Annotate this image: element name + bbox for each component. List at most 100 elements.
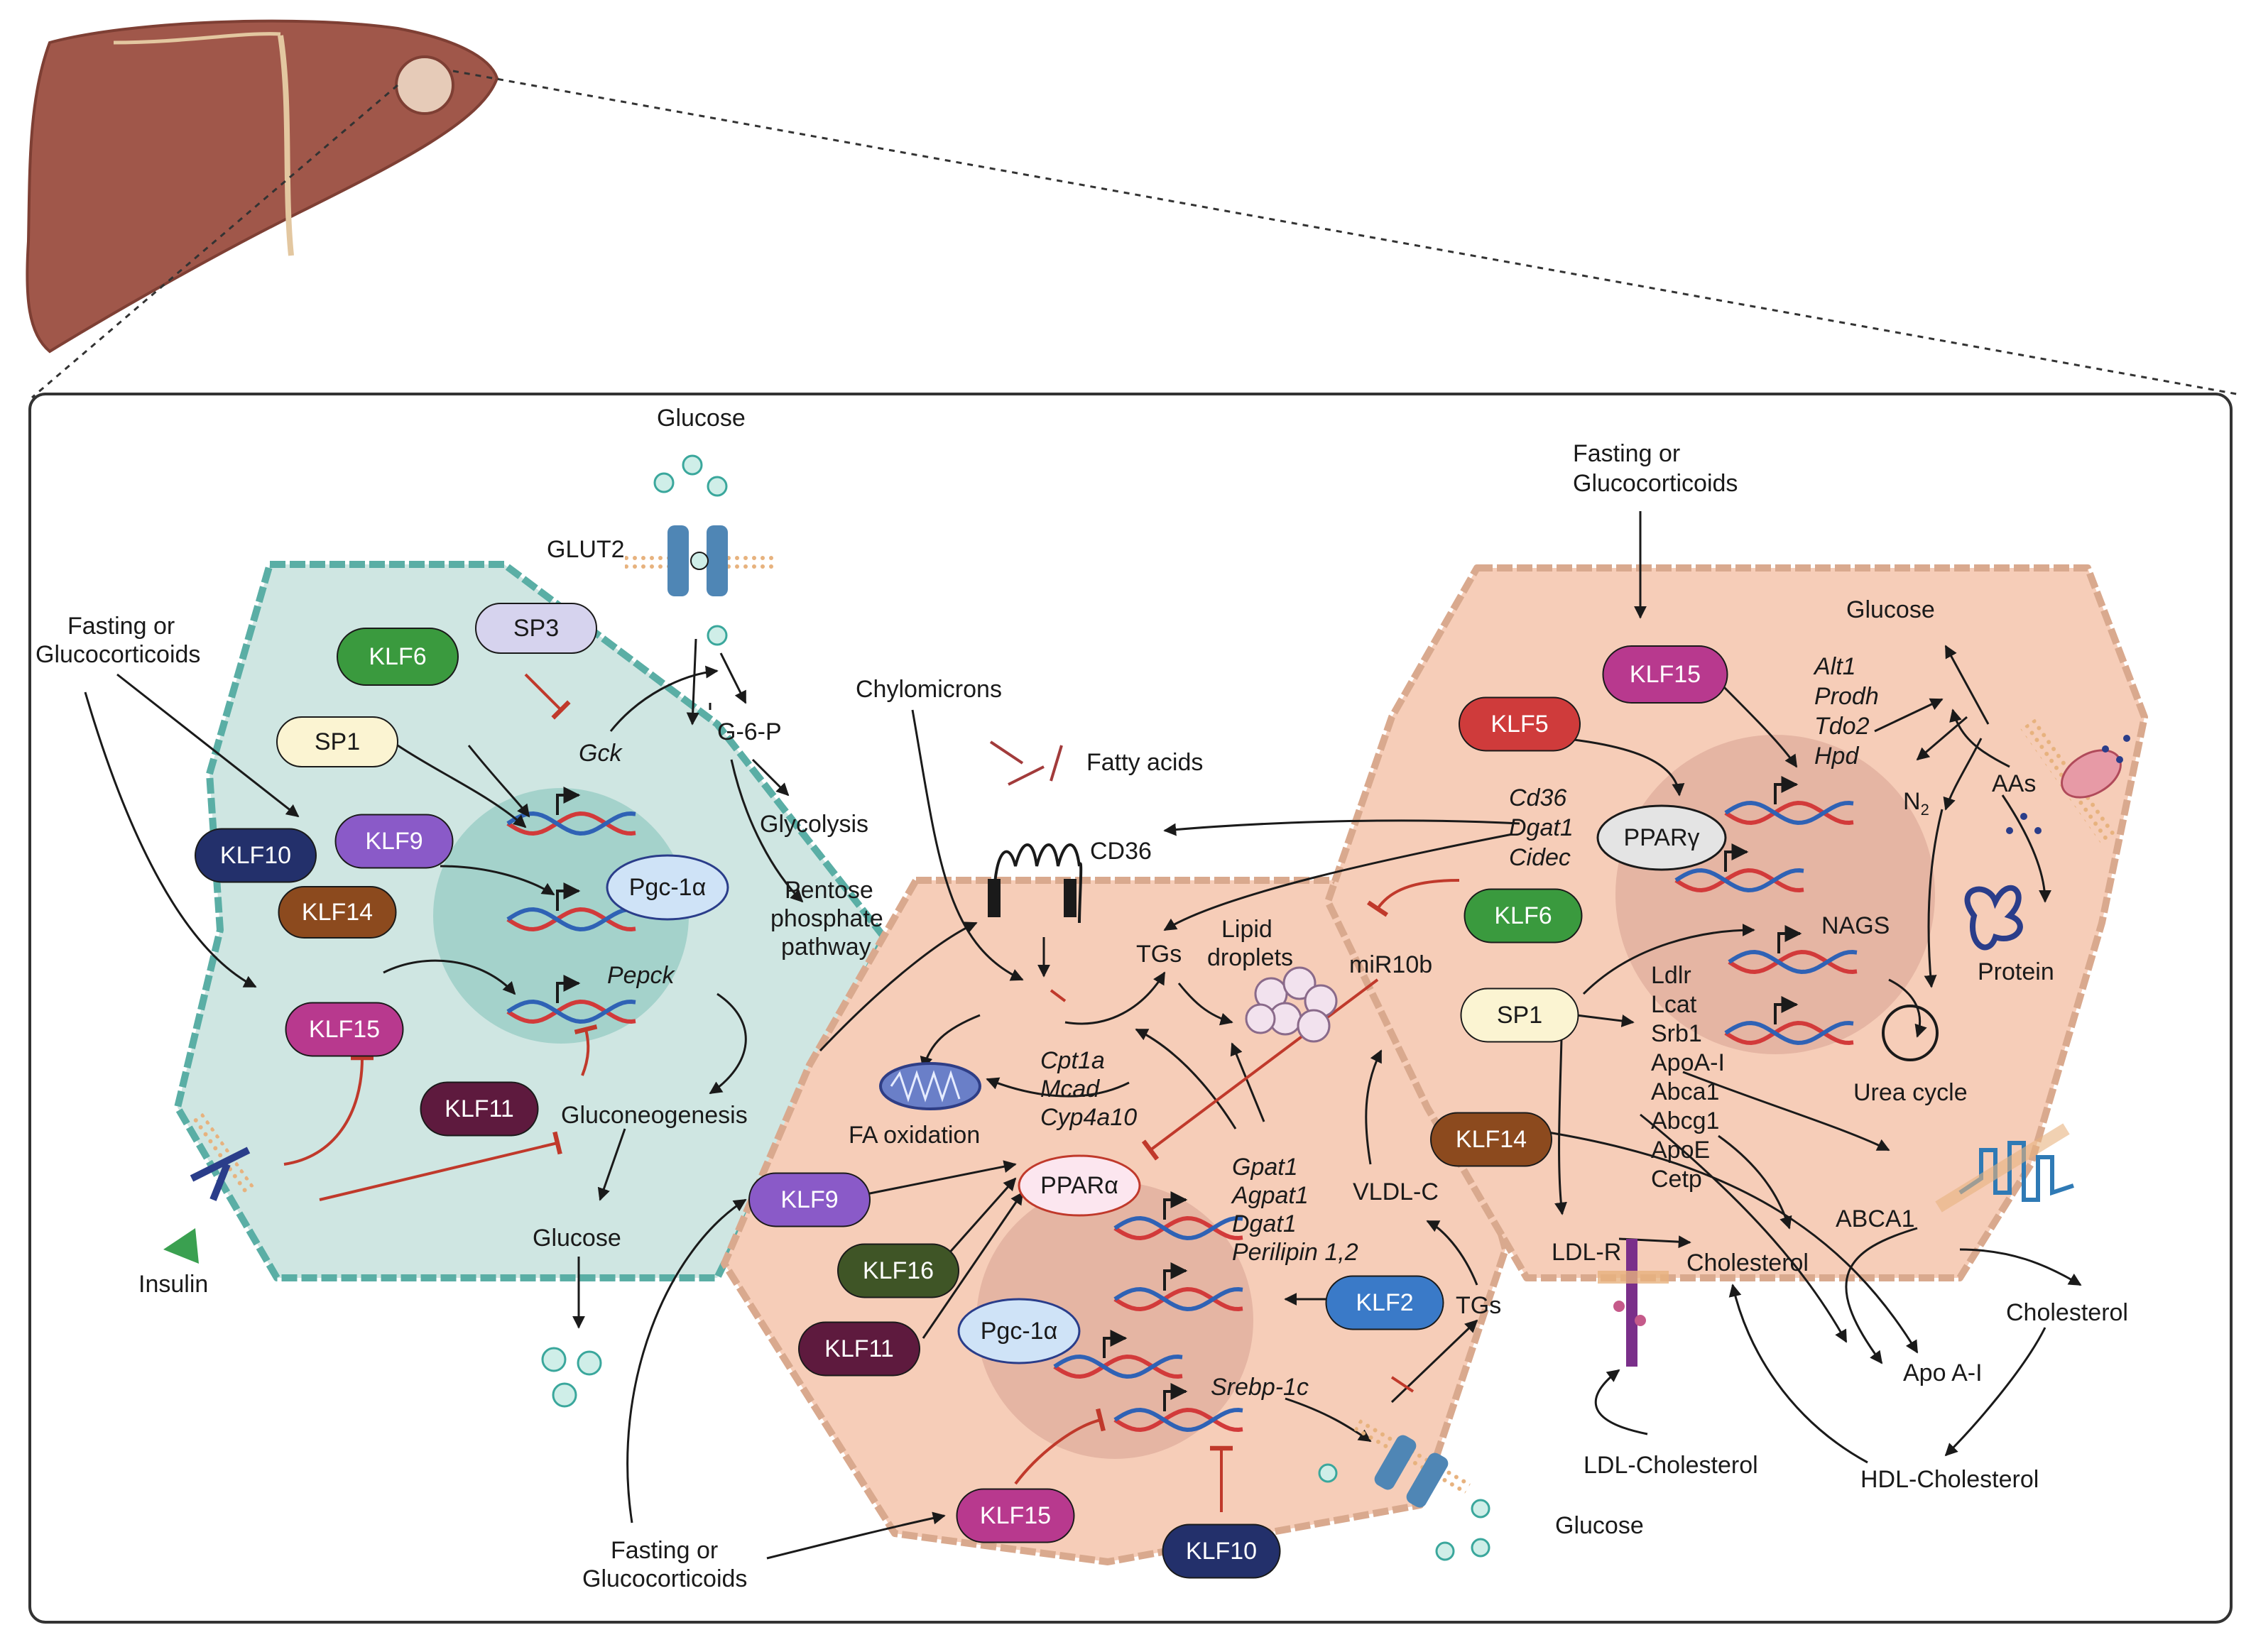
label-apo-ai: Apo A-I bbox=[1903, 1360, 1983, 1386]
chol-gene-abcg1: Abcg1 bbox=[1651, 1107, 1719, 1134]
badge-label: KLF6 bbox=[1494, 902, 1552, 929]
label-hdl-cholesterol: HDL-Cholesterol bbox=[1860, 1466, 2039, 1493]
label-fasting-left-1: Fasting or bbox=[67, 613, 175, 640]
svg-text:PPARα: PPARα bbox=[1040, 1172, 1118, 1199]
zoom-circle bbox=[395, 55, 454, 115]
label-tgs-mid: TGs bbox=[1136, 941, 1182, 968]
chol-gene-ldlr: Ldlr bbox=[1651, 962, 1691, 989]
dna-helix bbox=[1113, 1383, 1243, 1433]
fatty-acids-icon bbox=[989, 740, 1063, 786]
gene-srebp1c: Srebp-1c bbox=[1211, 1374, 1309, 1401]
badge-label: KLF16 bbox=[863, 1257, 934, 1284]
label-pentose-1: Pentose bbox=[785, 877, 873, 904]
abca1-transporter bbox=[1935, 1123, 2074, 1213]
badge-label: SP1 bbox=[1497, 1002, 1542, 1029]
chol-gene-lcat: Lcat bbox=[1651, 991, 1697, 1018]
gene-cd36: Cd36 bbox=[1509, 784, 1566, 811]
badge-label: KLF11 bbox=[445, 1095, 514, 1122]
label-chylomicrons: Chylomicrons bbox=[856, 676, 1002, 703]
gene-gck: Gck bbox=[579, 740, 623, 767]
label-abca1: ABCA1 bbox=[1836, 1205, 1915, 1232]
gene-mcad: Mcad bbox=[1040, 1076, 1100, 1103]
label-fasting-top-right-2: Glucocorticoids bbox=[1573, 470, 1738, 497]
badge-klf11-left: KLF11 bbox=[420, 1081, 539, 1137]
dna-helix bbox=[1674, 843, 1804, 893]
label-fasting-bottom-1: Fasting or bbox=[611, 1537, 718, 1564]
svg-text:PPARγ: PPARγ bbox=[1623, 824, 1699, 851]
label-insulin: Insulin bbox=[138, 1271, 208, 1298]
glucose-molecules-bottom bbox=[1318, 1463, 1490, 1561]
label-g6p: G-6-P bbox=[717, 718, 782, 745]
gene-dgat1-mid: Dgat1 bbox=[1232, 1210, 1297, 1237]
mitochondria-icon bbox=[879, 1062, 981, 1110]
badge-label: SP1 bbox=[315, 728, 360, 755]
glucose-molecules-top bbox=[653, 454, 728, 646]
label-lipid-1: Lipid bbox=[1221, 916, 1272, 943]
badge-klf9-mid: KLF9 bbox=[748, 1172, 871, 1227]
badge-sp1-mid: SP1 bbox=[1460, 988, 1579, 1043]
liver-illustration bbox=[26, 19, 2238, 399]
label-glucose-right: Glucose bbox=[1846, 596, 1935, 623]
label-protein: Protein bbox=[1978, 958, 2054, 985]
label-lipid-2: droplets bbox=[1207, 944, 1293, 971]
label-pentose-2: phosphate bbox=[770, 905, 883, 932]
gene-agpat1: Agpat1 bbox=[1231, 1182, 1309, 1209]
badge-klf14-left: KLF14 bbox=[278, 886, 397, 939]
ppara-protein: PPARα bbox=[1018, 1154, 1141, 1217]
badge-label: KLF6 bbox=[369, 643, 426, 670]
label-glucose-bottom: Glucose bbox=[1555, 1512, 1644, 1539]
label-gluconeogenesis: Gluconeogenesis bbox=[561, 1102, 748, 1129]
label-fatty-acids: Fatty acids bbox=[1086, 749, 1203, 776]
label-n2: N2 bbox=[1903, 788, 1929, 819]
badge-label: KLF5 bbox=[1490, 711, 1548, 738]
badge-label: KLF15 bbox=[980, 1502, 1051, 1529]
gene-prodh: Prodh bbox=[1814, 683, 1879, 710]
urea-cycle-icon bbox=[1882, 1005, 1939, 1061]
gene-hpd: Hpd bbox=[1814, 743, 1859, 770]
gene-pepck: Pepck bbox=[607, 962, 675, 989]
label-fasting-top-right-1: Fasting or bbox=[1573, 440, 1680, 467]
gene-tdo2: Tdo2 bbox=[1814, 713, 1870, 740]
label-glucose-left-bottom: Glucose bbox=[533, 1225, 621, 1252]
label-fa-oxidation: FA oxidation bbox=[849, 1122, 980, 1149]
badge-label: KLF15 bbox=[309, 1016, 380, 1043]
chol-gene-apoe: ApoE bbox=[1651, 1137, 1710, 1164]
gene-cyp4a10: Cyp4a10 bbox=[1040, 1104, 1137, 1131]
label-glycolysis: Glycolysis bbox=[760, 811, 868, 838]
chol-gene-apoai: ApoA-I bbox=[1651, 1049, 1725, 1076]
cd36-transporter bbox=[988, 843, 1083, 924]
pathway-arrows bbox=[84, 511, 2082, 1560]
label-cholesterol-mid: Cholesterol bbox=[1686, 1249, 1809, 1276]
badge-label: KLF9 bbox=[365, 828, 423, 855]
dna-helix bbox=[506, 882, 636, 932]
dna-strands bbox=[506, 776, 1858, 1433]
badge-klf10-bottom: KLF10 bbox=[1162, 1524, 1281, 1579]
chol-gene-srb1: Srb1 bbox=[1651, 1020, 1702, 1047]
badge-klf6-mid: KLF6 bbox=[1464, 888, 1583, 943]
badge-label: KLF10 bbox=[1186, 1538, 1257, 1565]
aa-transporter bbox=[2006, 716, 2130, 846]
label-aas: AAs bbox=[1992, 770, 2036, 797]
badge-klf9-left: KLF9 bbox=[334, 814, 454, 869]
dna-helix bbox=[1113, 1262, 1243, 1312]
label-fasting-bottom-2: Glucocorticoids bbox=[582, 1565, 747, 1592]
chol-gene-cetp: Cetp bbox=[1651, 1166, 1702, 1193]
glut2-transporter bbox=[625, 525, 774, 596]
label-vldl: VLDL-C bbox=[1353, 1178, 1439, 1205]
badge-label: KLF10 bbox=[220, 842, 291, 869]
dna-helix bbox=[1724, 776, 1854, 826]
label-cholesterol-right: Cholesterol bbox=[2006, 1299, 2128, 1326]
badge-klf15-left: KLF15 bbox=[285, 1002, 404, 1057]
gene-cidec: Cidec bbox=[1509, 844, 1571, 871]
dna-helix bbox=[1724, 996, 1854, 1046]
lipid-droplets-icon bbox=[1245, 966, 1338, 1043]
badge-sp3: SP3 bbox=[475, 603, 597, 654]
label-tgs-right: TGs bbox=[1456, 1292, 1501, 1319]
svg-text:Pgc-1α: Pgc-1α bbox=[981, 1318, 1057, 1345]
badge-klf14-mid: KLF14 bbox=[1430, 1112, 1552, 1167]
protein-icon bbox=[1964, 885, 2023, 951]
pparg-protein: PPARγ bbox=[1596, 804, 1727, 871]
badge-klf2: KLF2 bbox=[1325, 1275, 1444, 1330]
